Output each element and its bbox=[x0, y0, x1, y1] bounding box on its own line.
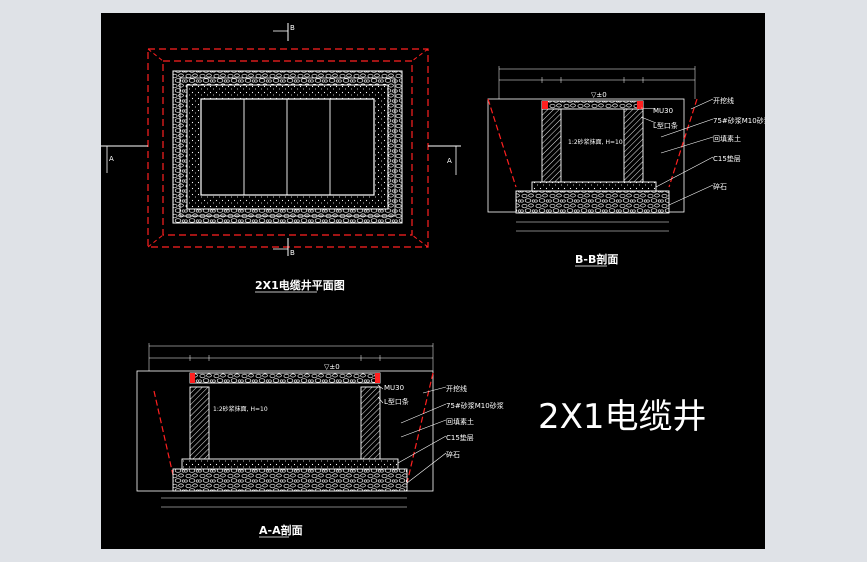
cut-marker-top: B bbox=[273, 23, 295, 41]
section-b-left-wall bbox=[541, 108, 562, 183]
plan-excavation-inner bbox=[162, 60, 413, 236]
section-b-labels: 开挖线 MU30 L型口条 75#砂浆M10砂浆 回填素土 C15垫层 碎石 bbox=[640, 96, 765, 206]
section-b-label-5: C15垫层 bbox=[713, 154, 741, 163]
section-a-c15-pad bbox=[181, 458, 399, 470]
drawing-canvas[interactable]: B B A A 2X1电缆井平面图 bbox=[101, 13, 765, 549]
section-a-label-2: L型口条 bbox=[384, 397, 409, 406]
section-a-label-4: 回填素土 bbox=[446, 417, 474, 426]
section-a-labels: 开挖线 MU30 L型口条 75#砂浆M10砂浆 回填素土 C15垫层 碎石 bbox=[377, 384, 504, 484]
section-b-interior-note: 1:2砂浆抹面, H=10 bbox=[568, 138, 623, 146]
section-a-label-6: 碎石 bbox=[446, 450, 460, 459]
section-a-elevation: ▽±0 bbox=[324, 363, 340, 371]
cad-drawing: B B A A 2X1电缆井平面图 bbox=[101, 23, 765, 538]
section-b: ▽±0 1:2砂浆抹面, H=10 开挖线 MU30 L型口条 75#砂浆M10… bbox=[487, 66, 765, 267]
section-a-interior-note: 1:2砂浆抹面, H=10 bbox=[213, 405, 268, 413]
section-b-caption: B-B剖面 bbox=[575, 252, 618, 266]
section-a-cover bbox=[189, 372, 381, 384]
main-title: 2X1电缆井 bbox=[538, 397, 707, 437]
section-b-elevation: ▽±0 bbox=[591, 91, 607, 99]
section-b-cover bbox=[541, 100, 644, 110]
section-a-left-wall bbox=[189, 386, 210, 460]
section-b-label-4: 回填素土 bbox=[713, 134, 741, 143]
section-a-label-1: MU30 bbox=[384, 384, 404, 392]
section-b-c15-pad bbox=[531, 181, 657, 192]
cut-label-left: A bbox=[109, 155, 114, 163]
section-a-gravel bbox=[172, 468, 408, 492]
cut-marker-right: A bbox=[428, 145, 461, 175]
section-a-label-3: 75#砂浆M10砂浆 bbox=[446, 401, 504, 410]
plan-caption: 2X1电缆井平面图 bbox=[255, 278, 345, 292]
cut-marker-left: A bbox=[101, 145, 148, 173]
cut-label-bottom: B bbox=[290, 249, 295, 257]
cut-label-right: A bbox=[447, 157, 452, 165]
plan-cover-frame bbox=[200, 98, 375, 196]
section-b-label-0: 开挖线 bbox=[713, 96, 734, 105]
section-b-gravel bbox=[515, 190, 670, 214]
section-a-right-wall bbox=[360, 386, 381, 460]
section-a-caption: A-A剖面 bbox=[259, 523, 303, 537]
plan-view: B B A A 2X1电缆井平面图 bbox=[101, 23, 461, 293]
section-a: ▽±0 1:2砂浆抹面, H=10 开挖线 MU30 L型口条 75#砂浆M10… bbox=[136, 343, 504, 538]
cut-marker-bottom: B bbox=[273, 238, 295, 257]
section-a-label-0: 开挖线 bbox=[446, 384, 467, 393]
section-b-label-3: 75#砂浆M10砂浆 bbox=[713, 116, 765, 125]
cut-label-top: B bbox=[290, 24, 295, 32]
section-b-label-6: 碎石 bbox=[713, 182, 727, 191]
section-a-label-5: C15垫层 bbox=[446, 433, 474, 442]
section-b-label-1: MU30 bbox=[653, 107, 673, 115]
section-b-label-2: L型口条 bbox=[653, 121, 678, 130]
section-b-right-wall bbox=[623, 108, 644, 183]
